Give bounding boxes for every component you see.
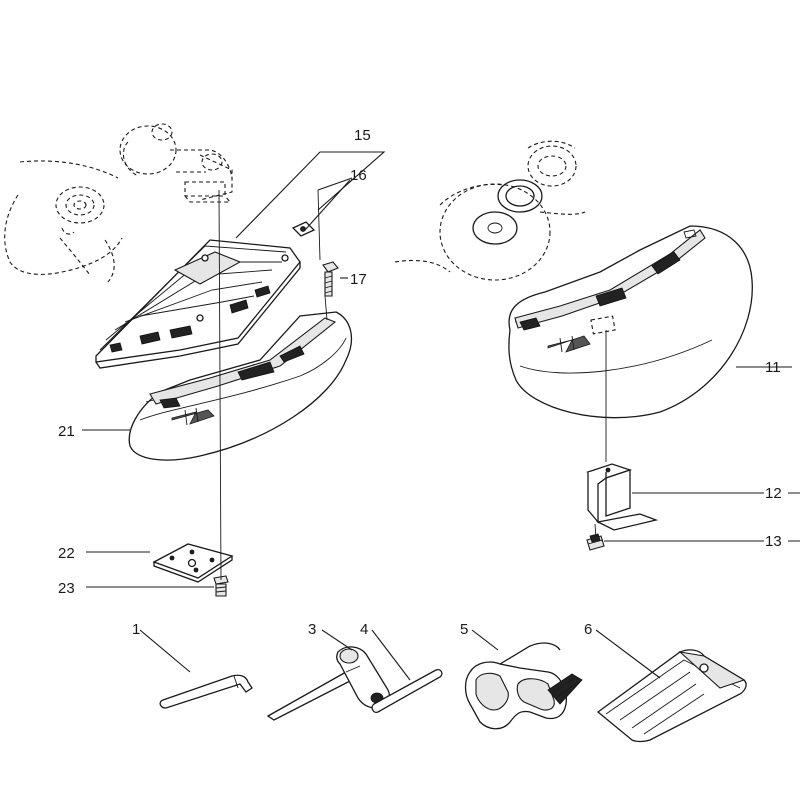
callout-1: 1: [132, 621, 140, 638]
part-3-box-wrench: [266, 646, 390, 721]
callout-16: 16: [350, 167, 367, 184]
callout-15: 15: [354, 127, 371, 144]
part-1-hex-wrench: [159, 674, 253, 709]
assembly-axis-left: [218, 189, 222, 581]
assembly-axis-bolt: [317, 189, 328, 321]
part-4-rod: [371, 668, 443, 713]
callout-11: 11: [765, 359, 781, 376]
part-15-guard-bracket: [95, 239, 301, 369]
part-12-bracket: [585, 463, 659, 531]
leader-lines: [82, 151, 800, 681]
part-21-guard-left: [128, 311, 353, 461]
part-17-bolt: [322, 261, 339, 297]
part-22-mount-plate: [152, 543, 234, 583]
part-5-safety-goggles: [464, 642, 583, 730]
part-6-tool-pouch: [596, 649, 747, 743]
callout-12: 12: [765, 485, 782, 502]
callout-6: 6: [584, 621, 592, 638]
phantom-trimmer-head-left: [4, 160, 123, 283]
callout-4: 4: [360, 621, 368, 638]
callout-22: 22: [58, 545, 75, 562]
phantom-gearbox: [119, 123, 233, 203]
callout-5: 5: [460, 621, 468, 638]
callout-3: 3: [308, 621, 316, 638]
part-11-guard-right: [508, 225, 753, 419]
part-13-nut: [586, 533, 605, 551]
phantom-trimmer-head-right: [394, 140, 586, 281]
callout-23: 23: [58, 580, 75, 597]
callout-21: 21: [58, 423, 75, 440]
callout-17: 17: [350, 271, 367, 288]
callout-13: 13: [765, 533, 782, 550]
